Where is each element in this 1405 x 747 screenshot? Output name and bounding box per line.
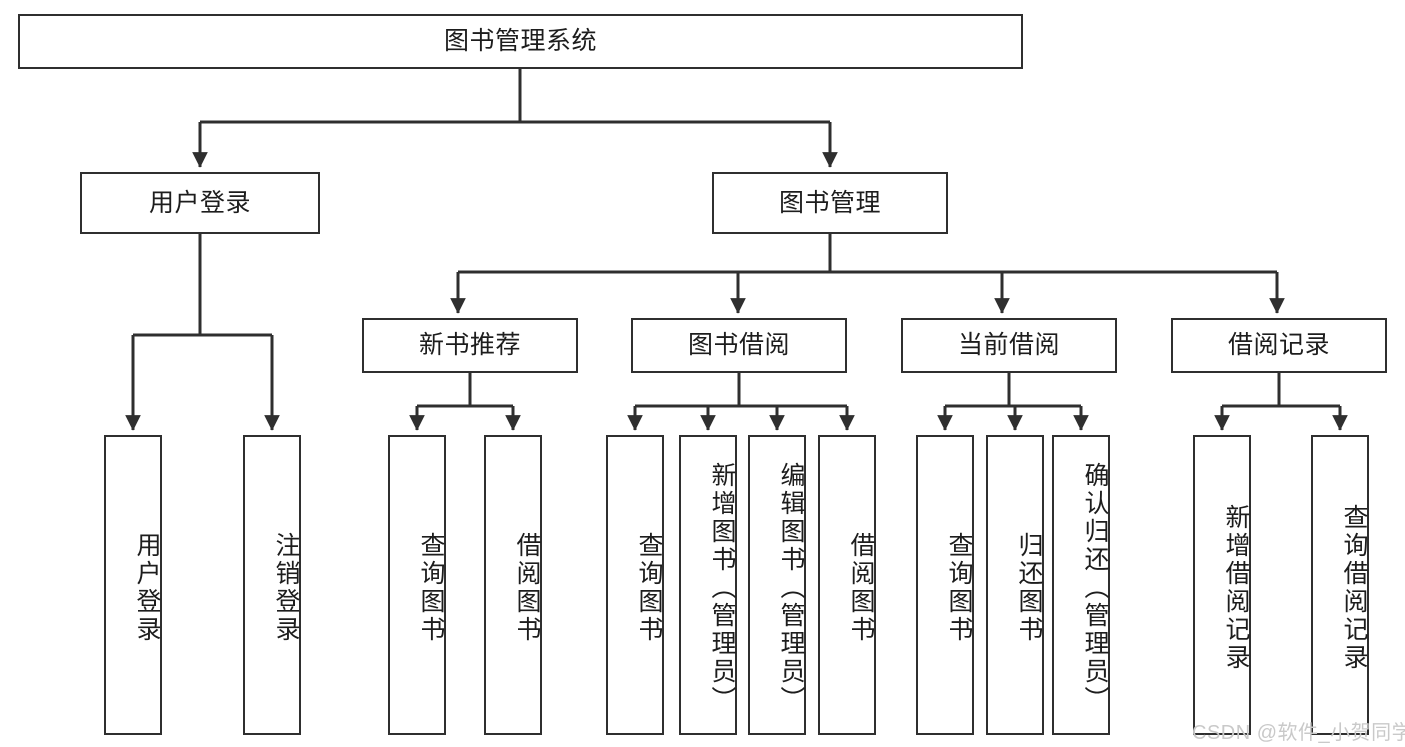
leaf-borrow-book-1[interactable]: 借阅图书 — [484, 435, 542, 735]
leaf-borrow-book-2-label: 借阅图书 — [847, 532, 875, 644]
leaf-confirm-return-label: 确认归还（管理员） — [1081, 462, 1109, 714]
node-new-book-recommend-label: 新书推荐 — [418, 331, 521, 359]
leaf-query-borrow-record[interactable]: 查询借阅记录 — [1311, 435, 1369, 735]
node-new-book-recommend[interactable]: 新书推荐 — [362, 318, 578, 373]
leaf-add-borrow-record[interactable]: 新增借阅记录 — [1193, 435, 1251, 735]
node-borrow-record[interactable]: 借阅记录 — [1171, 318, 1387, 373]
leaf-edit-book[interactable]: 编辑图书（管理员） — [748, 435, 806, 735]
leaf-edit-book-label: 编辑图书（管理员） — [777, 462, 805, 714]
leaf-confirm-return[interactable]: 确认归还（管理员） — [1052, 435, 1110, 735]
leaf-return-book-label: 归还图书 — [1015, 532, 1043, 644]
leaf-borrow-book-2[interactable]: 借阅图书 — [818, 435, 876, 735]
leaf-add-book-label: 新增图书（管理员） — [708, 462, 736, 714]
node-user-login-label: 用户登录 — [148, 188, 251, 217]
leaf-add-borrow-record-label: 新增借阅记录 — [1222, 504, 1250, 672]
leaf-user-login-label: 用户登录 — [133, 532, 161, 644]
leaf-query-book-3[interactable]: 查询图书 — [916, 435, 974, 735]
leaf-user-logout-label: 注销登录 — [272, 532, 300, 644]
node-current-borrow[interactable]: 当前借阅 — [901, 318, 1117, 373]
leaf-query-book-2-label: 查询图书 — [635, 532, 663, 644]
leaf-query-book-3-label: 查询图书 — [945, 532, 973, 644]
leaf-add-book[interactable]: 新增图书（管理员） — [679, 435, 737, 735]
leaf-borrow-book-1-label: 借阅图书 — [513, 532, 541, 644]
leaf-user-login[interactable]: 用户登录 — [104, 435, 162, 735]
leaf-user-logout[interactable]: 注销登录 — [243, 435, 301, 735]
node-book-borrow[interactable]: 图书借阅 — [631, 318, 847, 373]
leaf-query-book-1[interactable]: 查询图书 — [388, 435, 446, 735]
csdn-watermark: CSDN @软件_小贺同学 — [1192, 722, 1405, 744]
leaf-query-book-2[interactable]: 查询图书 — [606, 435, 664, 735]
node-user-login[interactable]: 用户登录 — [80, 172, 320, 234]
leaf-query-book-1-label: 查询图书 — [417, 532, 445, 644]
node-borrow-record-label: 借阅记录 — [1227, 331, 1330, 359]
leaf-query-borrow-record-label: 查询借阅记录 — [1340, 504, 1368, 672]
node-book-manage-label: 图书管理 — [778, 188, 881, 217]
node-root-label: 图书管理系统 — [443, 27, 597, 55]
node-book-manage[interactable]: 图书管理 — [712, 172, 948, 234]
node-book-borrow-label: 图书借阅 — [687, 331, 790, 359]
node-current-borrow-label: 当前借阅 — [957, 331, 1060, 359]
leaf-return-book[interactable]: 归还图书 — [986, 435, 1044, 735]
node-root[interactable]: 图书管理系统 — [18, 14, 1023, 69]
